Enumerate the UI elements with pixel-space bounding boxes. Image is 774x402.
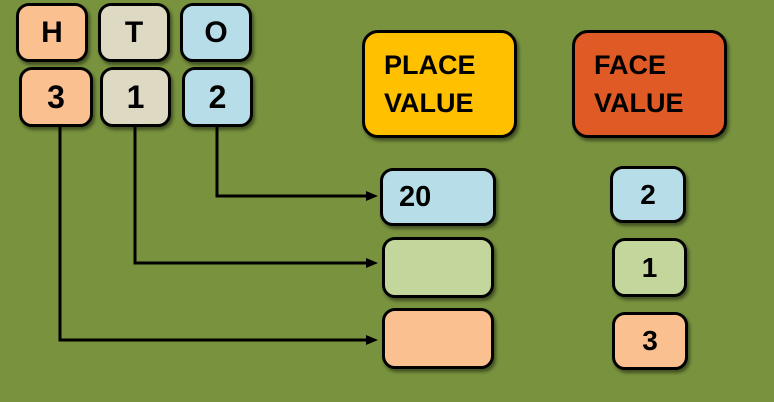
digit-tens-label: 1 [126, 78, 145, 115]
hto-header-ones: O [180, 3, 252, 62]
face-value-row-1: 2 [610, 166, 686, 223]
digit-tens: 1 [100, 67, 171, 127]
hto-header-hundreds: H [16, 3, 88, 62]
face-value-title: FACE VALUE [594, 49, 684, 118]
digit-hundreds: 3 [19, 67, 93, 127]
arrow-tens-to-place-value [133, 126, 378, 268]
place-value-row-2 [382, 237, 494, 298]
arrow-hundreds-to-place-value [58, 126, 378, 345]
hto-header-ones-label: O [204, 15, 228, 49]
place-value-title-box: PLACE VALUE [362, 30, 517, 138]
digit-hundreds-label: 3 [47, 78, 65, 115]
face-value-row-2: 1 [612, 238, 687, 297]
hto-header-tens: T [98, 3, 170, 62]
digit-ones: 2 [182, 67, 253, 127]
face-value-row-2-value: 1 [641, 251, 658, 283]
place-value-row-1-value: 20 [399, 180, 432, 213]
face-value-row-3: 3 [612, 312, 688, 370]
face-value-row-1-value: 2 [640, 178, 656, 210]
hto-header-hundreds-label: H [41, 15, 63, 49]
hto-header-tens-label: T [124, 15, 144, 49]
place-value-row-3 [382, 308, 494, 369]
arrow-ones-to-place-value [215, 126, 378, 201]
place-value-title: PLACE VALUE [384, 49, 476, 118]
face-value-row-3-value: 3 [642, 325, 658, 356]
digit-ones-label: 2 [208, 78, 227, 115]
place-value-row-1: 20 [380, 168, 496, 226]
face-value-title-box: FACE VALUE [572, 30, 727, 138]
